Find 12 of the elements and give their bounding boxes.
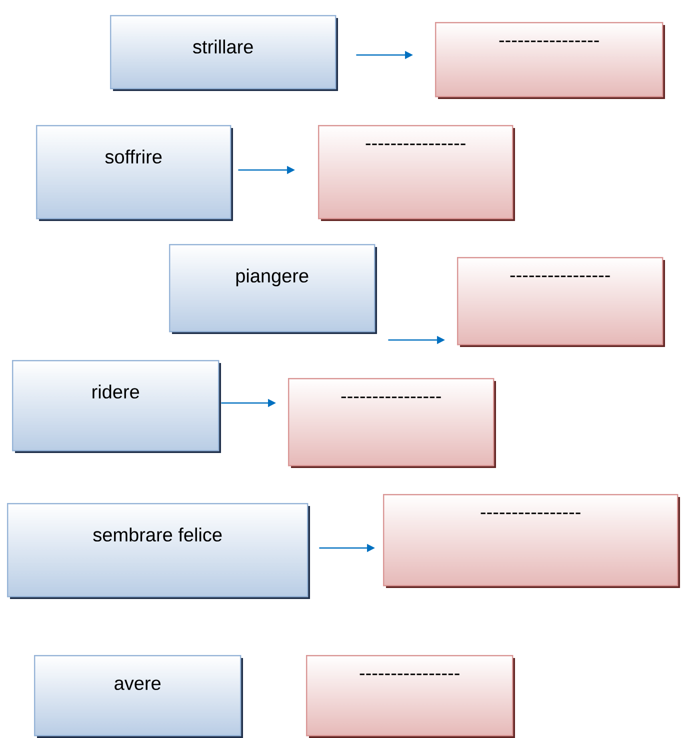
answer-box: ----------------	[288, 378, 496, 468]
word-box: soffrire	[36, 125, 233, 221]
answer-box: ----------------	[306, 655, 515, 738]
answer-box: ----------------	[318, 125, 515, 221]
word-box: sembrare felice	[7, 503, 310, 599]
word-box: ridere	[12, 360, 221, 453]
answer-box: ----------------	[435, 22, 665, 99]
word-box: piangere	[169, 244, 377, 334]
word-box: strillare	[110, 15, 338, 91]
answer-box: ----------------	[383, 494, 680, 588]
answer-box: ----------------	[457, 257, 665, 347]
word-box: avere	[34, 655, 243, 738]
